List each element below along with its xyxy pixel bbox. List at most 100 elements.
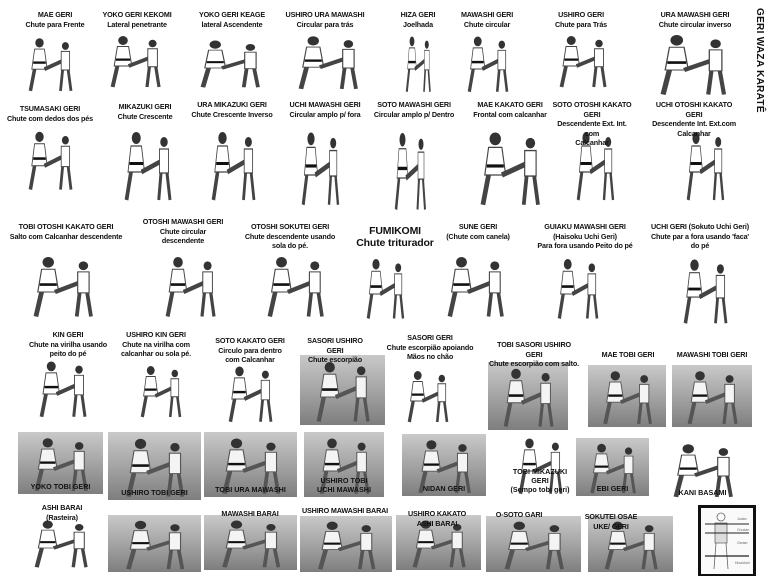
karate-figure-illustration (222, 520, 281, 568)
technique-image: TOBI MIKAZUKI GERI(Sempo tobi geri) (505, 432, 575, 497)
technique-image (430, 250, 520, 320)
technique-description: Chute escorpião com salto. (489, 359, 579, 368)
technique-label: SUNE GERI(Chute com canela) (441, 222, 515, 241)
technique-description: (Haisoku Uchi Geri) (553, 231, 617, 241)
technique-name: SASORI GERI (407, 333, 453, 342)
technique-description: Chute na virilha usando (28, 339, 108, 349)
technique-description: Salto com Calcanhar descendente (9, 231, 123, 241)
technique-image (150, 250, 230, 320)
karate-figure-illustration (559, 36, 607, 88)
karate-figure-illustration (126, 438, 185, 498)
technique-image (355, 252, 415, 322)
level-label: Chudan (737, 528, 749, 532)
technique-image (545, 30, 620, 90)
karate-figure-illustration (34, 520, 88, 568)
technique-label: MAWASHI BARAI (210, 509, 290, 519)
technique-name: O-SOTO GARI (495, 510, 543, 519)
karate-figure-illustration (319, 438, 370, 495)
technique-image (110, 124, 185, 204)
technique-image (15, 250, 110, 320)
karate-figure-illustration (317, 521, 376, 570)
technique-description: Descendente Ext. Int. com (557, 119, 627, 138)
technique-image (488, 362, 568, 430)
technique-name: OTOSHI SOKUTEI GERI (250, 222, 330, 231)
technique-description: UKE/ GERI (593, 521, 629, 531)
technique-name: SUNE GERI (458, 222, 498, 231)
poster-title: GERI WAZA KARATÊ (754, 8, 765, 113)
technique-description: descendente (161, 236, 205, 245)
technique-image (95, 30, 175, 90)
technique-image (395, 365, 460, 425)
technique-description: Circulo para dentro (218, 345, 282, 355)
technique-description: ASHI BARAI (416, 518, 458, 528)
karate-figure-illustration (165, 257, 216, 317)
karate-figure-illustration (673, 444, 733, 498)
technique-image: EBI GERI (576, 438, 649, 496)
technique-description: Calcanhar (677, 128, 711, 138)
technique-description: Chute na virilha com (122, 339, 190, 349)
technique-name: UCHI OTOSHI KAKATO GERI (655, 100, 733, 119)
technique-description: Circular para trás (296, 19, 354, 29)
technique-label: TOBI URA MAWASHI (204, 485, 297, 494)
karate-figure-illustration (447, 257, 504, 317)
technique-description: Chute circular inverso (658, 19, 732, 29)
technique-image (182, 35, 277, 90)
technique-label: ASHI BARAI(Rasteira) (27, 503, 97, 522)
technique-image: USHIRO TOBI GERI (108, 432, 201, 500)
technique-image (215, 360, 285, 425)
karate-figure-illustration (33, 257, 93, 317)
technique-image (588, 516, 673, 572)
karate-figure-illustration (140, 366, 182, 418)
karate-figure-illustration (366, 259, 405, 319)
technique-image (108, 515, 201, 572)
technique-name: USHIRO TOBI (320, 476, 368, 485)
technique-label: GUIAKU MAWASHI GERI(Haisoku Uchi Geri)Pa… (536, 222, 634, 251)
technique-description: Chute escorpião (307, 355, 363, 364)
technique-name: SOTO MAWASHI GERI (377, 100, 451, 109)
technique-label: O-SOTO GARI (479, 510, 559, 520)
technique-name: ASHI BARAI (41, 503, 83, 512)
technique-name: YOKO GERI KEAGE (198, 10, 266, 19)
technique-description: Chute com dedos dos pés (6, 113, 93, 123)
karate-figure-illustration (316, 362, 370, 422)
technique-label: YOKO TOBI GERI (18, 482, 103, 491)
technique-description: sola do pé. (272, 241, 308, 250)
technique-label: UCHI GERI (Sokuto Uchi Geri)Chute par a … (646, 222, 754, 251)
technique-name: MIKAZUKI GERI (118, 102, 172, 111)
technique-name: GUIAKU MAWASHI GERI (544, 222, 626, 231)
karate-figure-illustration (267, 257, 324, 317)
technique-image (565, 124, 625, 204)
technique-name: MAWASHI BARAI (221, 509, 279, 518)
technique-label: MAE TOBI GERI (593, 350, 663, 360)
karate-figure-illustration (687, 371, 738, 425)
technique-image (280, 30, 375, 92)
karate-figure-illustration (480, 132, 540, 206)
technique-name: MAWASHI GERI (460, 10, 514, 19)
technique-name: UCHI MAWASHI GERI (289, 100, 361, 109)
technique-label: USHIRO TOBI GERI (108, 488, 201, 497)
karate-figure-illustration (200, 40, 260, 88)
technique-name: TSUMASAKI GERI (19, 104, 81, 113)
technique-image (385, 124, 435, 214)
technique-label: KANI BASAMI (655, 488, 750, 497)
technique-image (15, 32, 85, 94)
technique-image (588, 365, 666, 427)
technique-description: com Calcanhar (225, 355, 275, 364)
technique-image (675, 124, 735, 204)
karate-figure-illustration (683, 259, 728, 324)
level-label: Gedan (737, 541, 748, 545)
